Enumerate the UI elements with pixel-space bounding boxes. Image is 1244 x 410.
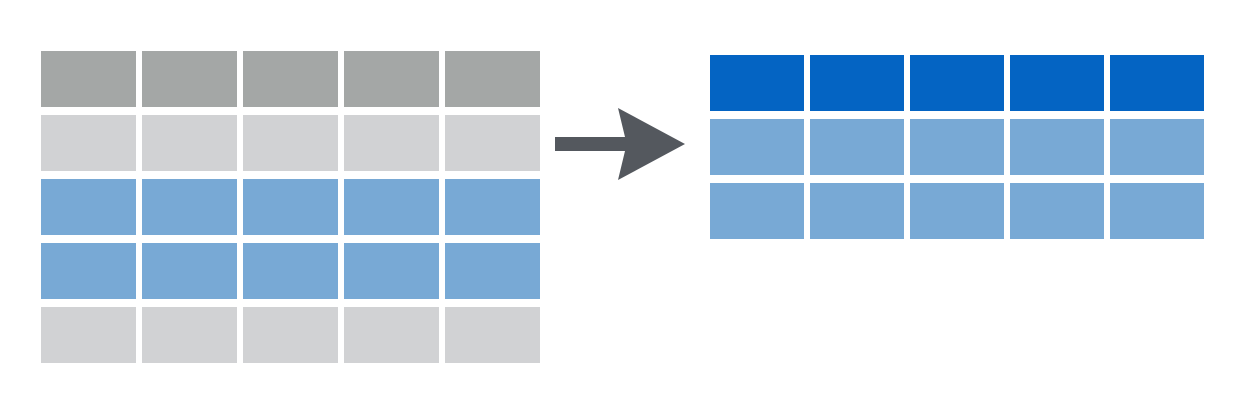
row-cell	[445, 115, 540, 171]
selected-row-cell	[344, 179, 439, 235]
selected-row-cell	[344, 243, 439, 299]
selected-row-cell	[710, 119, 804, 175]
header-cell	[1110, 55, 1204, 111]
selected-row-cell	[243, 179, 338, 235]
selected-row-cell	[810, 119, 904, 175]
row-cell	[41, 307, 136, 363]
selected-row-cell	[1110, 119, 1204, 175]
header-cell	[1010, 55, 1104, 111]
header-cell	[910, 55, 1004, 111]
header-cell	[710, 55, 804, 111]
selected-row-cell	[910, 119, 1004, 175]
row-cell	[142, 307, 237, 363]
selected-row-cell	[1110, 183, 1204, 239]
row-cell	[243, 115, 338, 171]
header-cell	[142, 51, 237, 107]
selected-row-cell	[445, 243, 540, 299]
selected-row-cell	[1010, 183, 1104, 239]
header-cell	[41, 51, 136, 107]
header-cell	[810, 55, 904, 111]
header-cell	[445, 51, 540, 107]
selected-row-cell	[445, 179, 540, 235]
selected-row-cell	[810, 183, 904, 239]
row-cell	[344, 115, 439, 171]
source-table	[41, 51, 540, 363]
selected-row-cell	[41, 179, 136, 235]
selected-row-cell	[142, 179, 237, 235]
selected-row-cell	[910, 183, 1004, 239]
row-cell	[243, 307, 338, 363]
selected-row-cell	[1010, 119, 1104, 175]
selected-row-cell	[710, 183, 804, 239]
row-cell	[445, 307, 540, 363]
selected-row-cell	[142, 243, 237, 299]
header-cell	[344, 51, 439, 107]
selected-row-cell	[41, 243, 136, 299]
row-cell	[142, 115, 237, 171]
header-cell	[243, 51, 338, 107]
row-cell	[41, 115, 136, 171]
selected-row-cell	[243, 243, 338, 299]
result-table	[710, 55, 1204, 239]
row-cell	[344, 307, 439, 363]
right-arrow-icon	[555, 108, 685, 180]
